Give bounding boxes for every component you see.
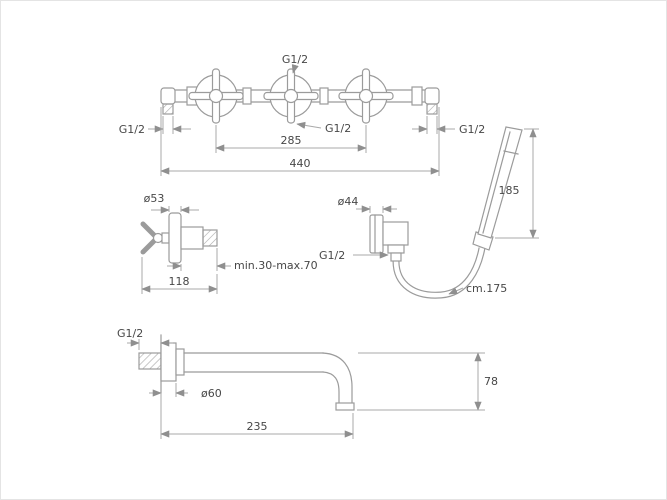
- shower-thread-label: G1/2: [319, 249, 345, 262]
- cross-handle-left: [188, 68, 244, 124]
- spout-side-view-drawing: G1/2 ø60 78 235: [117, 327, 498, 439]
- hose-length-label: cm.175: [466, 282, 507, 295]
- dimension-hose-length: cm.175: [448, 282, 507, 295]
- holder-flange-label: ø44: [338, 195, 359, 208]
- handshower-view-drawing: ø44 G1/2 185 cm.175: [319, 126, 539, 299]
- dimension-holder-flange: ø44: [338, 195, 397, 213]
- dimension-handshower-length: 185: [495, 128, 539, 239]
- dimension-valve-flange: ø53: [144, 192, 199, 214]
- shower-holder: [369, 214, 409, 262]
- dimension-thread-top: G1/2: [282, 53, 308, 74]
- valve-body: [168, 212, 218, 264]
- dimension-shower-thread: G1/2: [319, 249, 389, 262]
- elbow-left: [160, 87, 176, 115]
- dimension-spout-drop: 78: [357, 352, 498, 411]
- handshower-length-label: 185: [499, 184, 520, 197]
- cross-handle-right: [338, 68, 394, 124]
- overall-width-label: 440: [290, 157, 311, 170]
- center-distance-label: 285: [281, 134, 302, 147]
- valve-depth-label: 118: [169, 275, 190, 288]
- dimension-thread-right: G1/2: [412, 116, 485, 136]
- valve-handle-side: [140, 221, 170, 255]
- thread-center-label: G1/2: [325, 122, 351, 135]
- front-view-drawing: G1/2 G1/2 G1/2 G1/2 285: [119, 53, 485, 176]
- dimension-thread-left: G1/2: [119, 116, 191, 136]
- spout-reach-label: 235: [247, 420, 268, 433]
- elbow-right: [424, 87, 440, 115]
- valve-side-view-drawing: ø53 min.30-max.70 118: [140, 192, 318, 294]
- cross-handle-center: [263, 68, 319, 124]
- spout-flange-label: ø60: [201, 387, 222, 400]
- dimension-thread-center: G1/2: [296, 121, 351, 135]
- spout-body: [138, 334, 355, 411]
- spout-drop-label: 78: [484, 375, 498, 388]
- mounting-depth-label: min.30-max.70: [234, 259, 318, 272]
- shower-hose: [392, 247, 486, 299]
- dimension-mounting-depth: min.30-max.70: [167, 248, 318, 272]
- dimension-overall-width: 440: [160, 107, 440, 176]
- dimension-spout-flange: ø60: [149, 383, 222, 400]
- valve-flange-label: ø53: [144, 192, 165, 205]
- dimension-center-distance: 285: [215, 125, 367, 153]
- dimension-spout-thread: G1/2: [117, 327, 173, 350]
- thread-top-label: G1/2: [282, 53, 308, 66]
- handshower-wand: [472, 126, 523, 251]
- dimension-spout-reach: 235: [160, 393, 354, 439]
- spout-thread-label: G1/2: [117, 327, 143, 340]
- thread-left-label: G1/2: [119, 123, 145, 136]
- dimension-valve-depth: 118: [141, 257, 218, 294]
- thread-right-label: G1/2: [459, 123, 485, 136]
